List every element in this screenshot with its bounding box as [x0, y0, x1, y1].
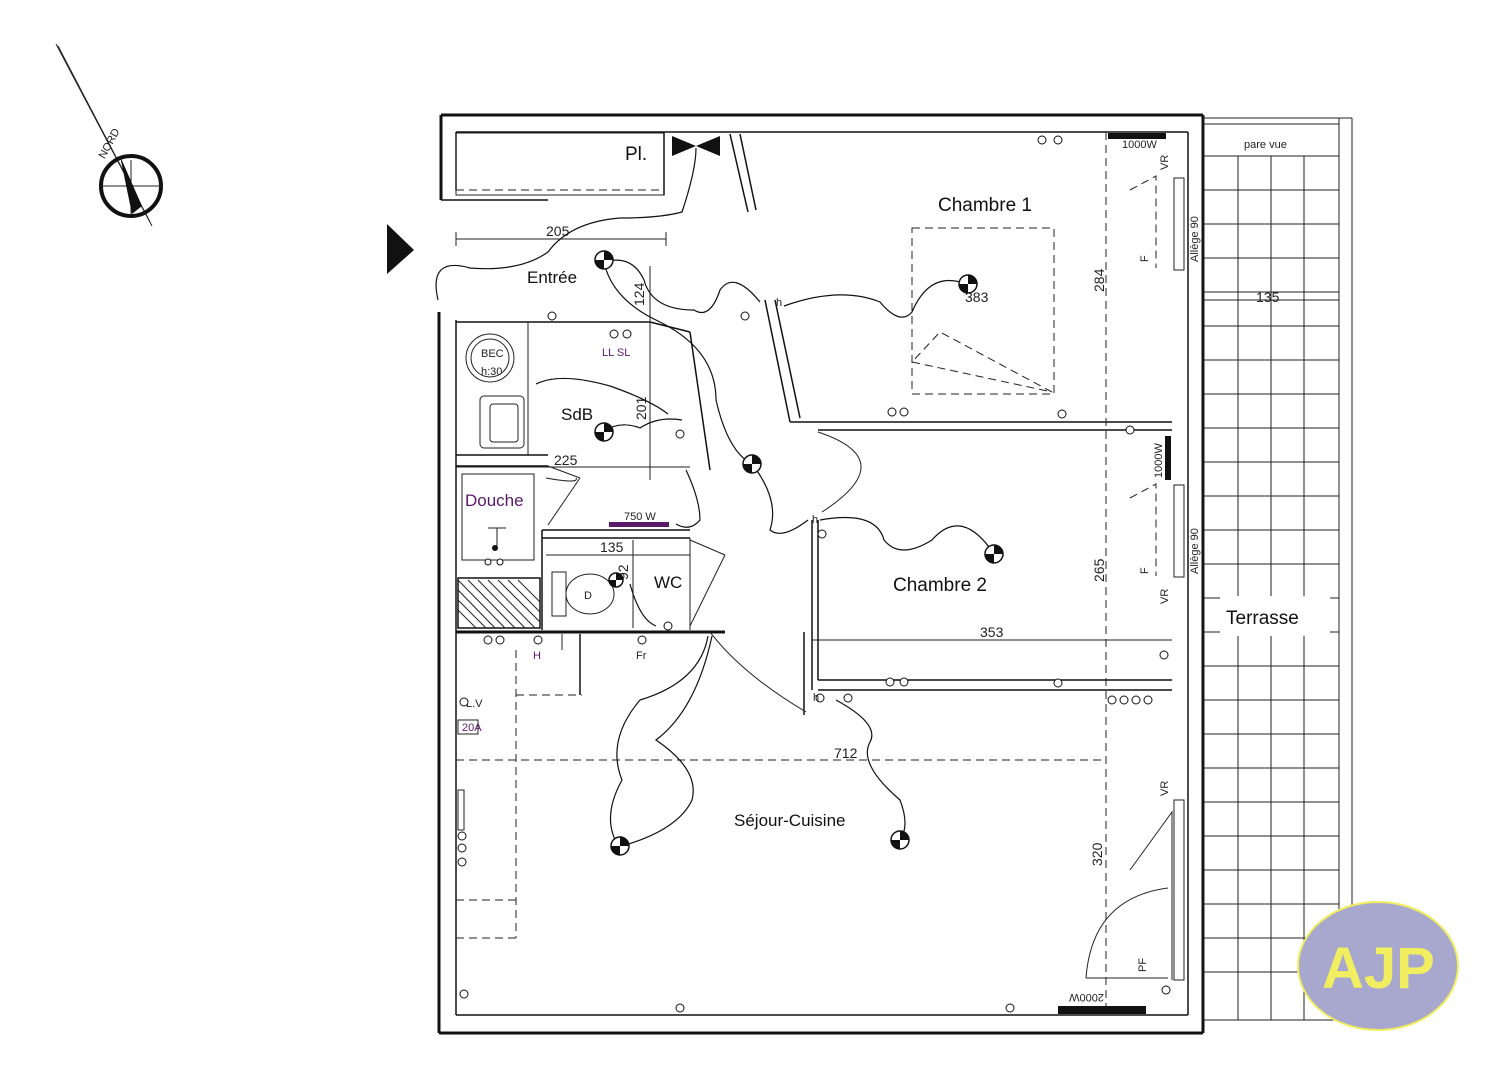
- entrance-arrow-icon: [387, 224, 414, 274]
- radiator-1000b-label: 1000W: [1153, 443, 1165, 478]
- electrical-wiring: [435, 147, 995, 849]
- dimension-284-label: 284: [1091, 268, 1107, 292]
- radiator-2000-label: 2000W: [1069, 991, 1104, 1003]
- radiator-1000b-icon: [1165, 436, 1171, 480]
- dimension-205-label: 205: [546, 223, 570, 239]
- north-label: NORD: [97, 127, 123, 161]
- dimension-124-label: 124: [631, 282, 647, 306]
- logo-text: AJP: [1322, 936, 1435, 1001]
- toilet-icon: [551, 571, 615, 617]
- switch-h-label-1: h: [776, 297, 782, 309]
- light-point-icon: [890, 830, 910, 850]
- sockets: [457, 135, 1171, 1013]
- light-point-icon: [594, 422, 614, 442]
- switch-h-label-3: h: [813, 692, 819, 704]
- dimension-320-label: 320: [1089, 842, 1105, 866]
- light-point-icon: [594, 250, 614, 270]
- llsl-label: LL SL: [602, 347, 630, 359]
- room-label-terrasse: Terrasse: [1226, 608, 1299, 629]
- window-vr-label-1: VR: [1159, 155, 1171, 170]
- room-label-placard: Pl.: [625, 144, 647, 165]
- room-label-chambre2: Chambre 2: [893, 575, 987, 596]
- fr-label: Fr: [636, 650, 647, 662]
- toilet-label: D: [584, 590, 592, 602]
- dimension-265-label: 265: [1091, 558, 1107, 582]
- window-vr-label-2: VR: [1159, 589, 1171, 604]
- radiator-1000-icon: [1108, 133, 1166, 139]
- room-label-wc: WC: [654, 573, 682, 592]
- lv-label: L.V: [466, 698, 483, 710]
- ajp-logo: AJP: [1297, 901, 1459, 1031]
- light-point-icon: [608, 572, 624, 588]
- window-vr-label-3: VR: [1159, 781, 1171, 796]
- placard-room: [455, 132, 757, 213]
- dimension-201-label: 201: [633, 396, 649, 420]
- window-f-label-1: F: [1139, 255, 1151, 262]
- dimension-135b-label: 135: [1256, 289, 1280, 305]
- radiator-750-label: 750 W: [624, 511, 656, 523]
- h-label: H: [533, 650, 541, 662]
- terrace-grid: [1203, 117, 1353, 1021]
- radiator-750-icon: [609, 522, 669, 527]
- dimension-712-label: 712: [834, 745, 858, 761]
- bec-height-label: h:30: [481, 366, 502, 378]
- outer-walls: [437, 113, 1205, 1035]
- light-point-icon: [610, 836, 630, 856]
- window-chambre1: [1129, 175, 1185, 271]
- window-f-label-2: F: [1139, 567, 1151, 574]
- room-label-chambre1: Chambre 1: [938, 195, 1032, 216]
- switch-h-label-2: h: [812, 514, 818, 526]
- window-sejour: [1085, 799, 1185, 981]
- light-point-icon: [742, 454, 762, 474]
- light-point-icon: [984, 544, 1004, 564]
- bec-label: BEC: [481, 348, 504, 360]
- chambre2-walls: [803, 520, 1172, 715]
- allege-label-1: Allège 90: [1189, 216, 1201, 262]
- light-points: [594, 250, 1004, 856]
- shower-icon: [461, 473, 535, 561]
- allege-label-2: Allège 90: [1189, 528, 1201, 574]
- doors: [545, 431, 862, 713]
- room-label-sdb: SdB: [561, 405, 593, 424]
- room-label-entree: Entrée: [527, 268, 577, 287]
- radiator-1000-label: 1000W: [1122, 139, 1157, 151]
- pare-vue-label: pare vue: [1244, 139, 1287, 151]
- hatched-shaft: [457, 577, 541, 629]
- window-pf-label: PF: [1137, 958, 1149, 972]
- room-label-douche: Douche: [465, 491, 524, 510]
- window-chambre2: [1129, 483, 1185, 578]
- bec-washer-icon: [465, 333, 515, 383]
- dimension-135a-label: 135: [600, 539, 624, 555]
- amp-label: 20A: [462, 722, 482, 734]
- sink-icon: [479, 395, 525, 449]
- dimension-353-label: 353: [980, 624, 1004, 640]
- light-point-icon: [958, 274, 978, 294]
- room-label-sejour: Séjour-Cuisine: [734, 811, 846, 830]
- radiator-2000-icon: [1058, 1006, 1146, 1014]
- dimension-225-label: 225: [554, 452, 578, 468]
- kitchen-counters: [456, 650, 1106, 939]
- chambre1-walls: [764, 132, 1172, 1015]
- north-compass-icon: NORD: [55, 43, 163, 227]
